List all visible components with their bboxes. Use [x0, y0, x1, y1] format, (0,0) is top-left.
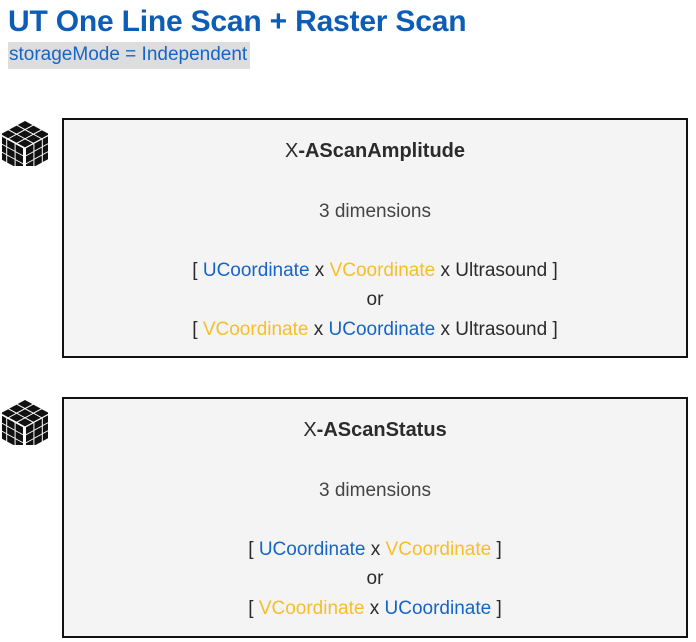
dimension-token-ultrasound: Ultrasound [455, 259, 548, 281]
entity-card-ascanstatus[interactable]: X-AScanStatus 3 dimensions [ UCoordinate… [62, 397, 688, 638]
entity-dimension-count: 3 dimensions [319, 480, 431, 501]
storage-mode-label: storageMode = Independent [8, 42, 251, 69]
entity-signature-primary: [ UCoordinate x VCoordinate ] [64, 535, 686, 564]
dimension-token-u: UCoordinate [258, 538, 366, 560]
dimension-token-v: VCoordinate [385, 538, 492, 560]
dimension-token-u: UCoordinate [202, 259, 310, 281]
entity-title-name: -AScanAmplitude [298, 140, 466, 162]
entity-title: X-AScanStatus [64, 418, 686, 442]
dimension-separator: x [440, 259, 450, 281]
cube-3d-icon [0, 120, 51, 172]
page-subtitle-row: storageMode = Independent [8, 42, 688, 69]
dimension-token-ultrasound: Ultrasound [455, 318, 548, 340]
entity-title: X-AScanAmplitude [64, 139, 686, 163]
entity-signature-alternate: [ VCoordinate x UCoordinate ] [64, 594, 686, 623]
entity-dimension-count: 3 dimensions [319, 201, 431, 222]
dimension-separator: x [313, 318, 324, 340]
entity-card-ascanamplitude[interactable]: X-AScanAmplitude 3 dimensions [ UCoordin… [62, 118, 688, 358]
page-header: UT One Line Scan + Raster Scan storageMo… [8, 4, 688, 69]
dimension-separator: x [440, 318, 450, 340]
dimension-token-v: VCoordinate [202, 318, 309, 340]
signature-or-label: or [366, 568, 384, 590]
bracket-open-icon: [ [248, 597, 254, 619]
page-title: UT One Line Scan + Raster Scan [8, 5, 467, 38]
signature-or-label: or [366, 289, 384, 311]
dimension-token-u: UCoordinate [384, 597, 492, 619]
dimension-separator: x [314, 259, 325, 281]
entity-title-prefix: X [303, 419, 317, 441]
bracket-close-icon: ] [496, 597, 502, 619]
entity-signature-list: [ UCoordinate x VCoordinate ] or [ VCoor… [64, 535, 686, 623]
entity-signature-alternate: [ VCoordinate x UCoordinate x Ultrasound… [64, 315, 686, 344]
dimension-token-v: VCoordinate [329, 259, 436, 281]
bracket-close-icon: ] [552, 259, 558, 281]
entity-title-prefix: X [284, 140, 299, 162]
entity-signature-primary: [ UCoordinate x VCoordinate x Ultrasound… [64, 256, 686, 285]
bracket-open-icon: [ [248, 538, 254, 560]
entity-title-name: -AScanStatus [316, 419, 447, 441]
bracket-open-icon: [ [192, 259, 198, 281]
dimension-token-v: VCoordinate [258, 597, 365, 619]
dimension-token-u: UCoordinate [328, 318, 436, 340]
dimension-separator: x [370, 538, 381, 560]
bracket-open-icon: [ [192, 318, 198, 340]
dimension-separator: x [369, 597, 380, 619]
bracket-close-icon: ] [552, 318, 558, 340]
bracket-close-icon: ] [496, 538, 502, 560]
entity-signature-list: [ UCoordinate x VCoordinate x Ultrasound… [64, 256, 686, 344]
cube-3d-icon [0, 399, 51, 451]
